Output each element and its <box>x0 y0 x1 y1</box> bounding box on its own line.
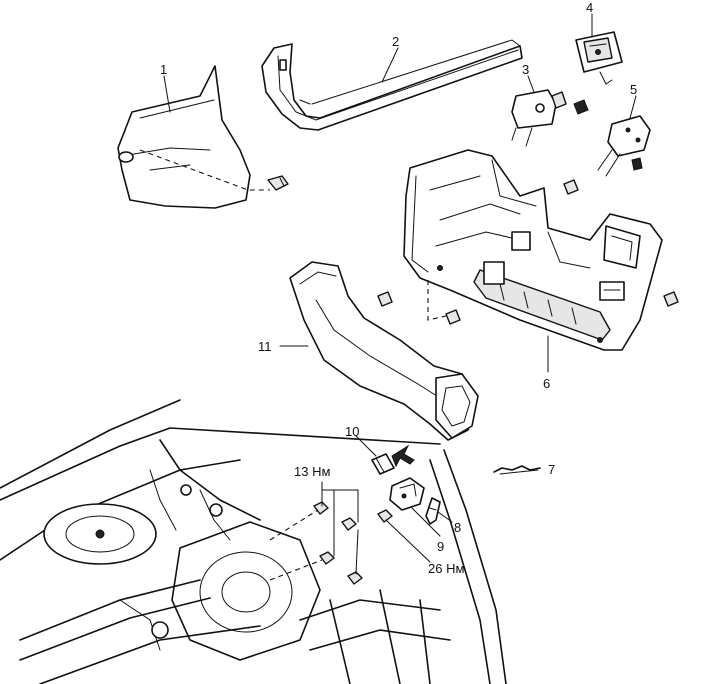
leader-torque-26nm <box>385 519 431 563</box>
part-11-air-duct <box>289 261 479 441</box>
label-part-8: 8 <box>454 520 461 535</box>
part-1-screw <box>267 175 289 191</box>
label-torque-13nm: 13 Нм <box>294 464 330 479</box>
leader-part-1 <box>163 75 171 113</box>
nuts-13nm <box>269 481 363 585</box>
leader-part-8 <box>437 511 453 523</box>
label-part-9: 9 <box>437 539 444 554</box>
part-4-switch-bracket <box>575 31 623 85</box>
label-part-6: 6 <box>543 376 550 391</box>
engine-bay-sketch <box>0 399 507 684</box>
nut-26nm <box>377 509 393 523</box>
label-part-3: 3 <box>522 62 529 77</box>
label-torque-26nm: 26 Нм <box>428 561 464 576</box>
part-3-bracket <box>511 89 589 147</box>
label-part-1: 1 <box>160 62 167 77</box>
leader-part-9 <box>411 507 441 537</box>
part-6-screws <box>377 179 679 325</box>
leader-part-3 <box>527 75 535 93</box>
part-9-clamp <box>389 477 425 511</box>
label-part-2: 2 <box>392 34 399 49</box>
label-part-7: 7 <box>548 462 555 477</box>
part-5-bracket <box>597 115 651 177</box>
leader-part-5 <box>629 95 637 119</box>
part-7-wire-harness <box>493 465 541 475</box>
part-1-side-trim-panel <box>117 65 270 209</box>
label-part-11: 11 <box>258 339 272 354</box>
part-6-lower-dash-panel <box>403 149 663 351</box>
part-10-fastener <box>371 444 415 475</box>
label-part-4: 4 <box>586 0 593 15</box>
label-part-10: 10 <box>345 424 359 439</box>
part-8-clip <box>425 497 441 525</box>
label-part-5: 5 <box>630 82 637 97</box>
leader-part-10 <box>355 435 377 457</box>
part-2-sill-trim-strip <box>261 39 523 131</box>
leader-part-2 <box>381 47 399 83</box>
